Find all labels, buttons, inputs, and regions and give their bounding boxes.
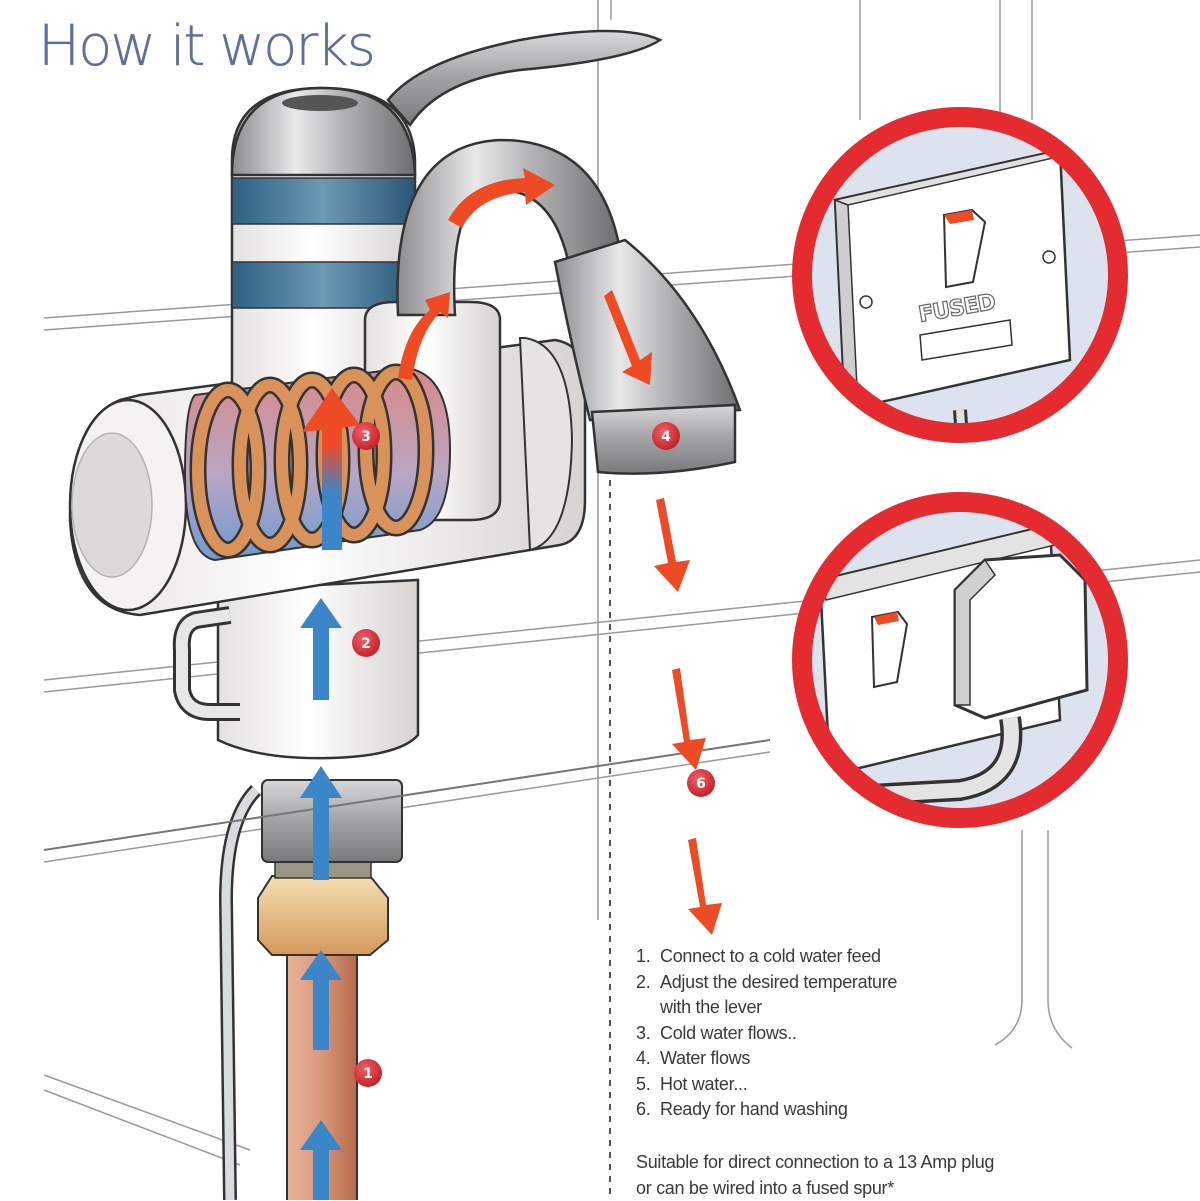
svg-text:3: 3 bbox=[361, 429, 371, 445]
step-item: 5.Hot water... bbox=[636, 1073, 748, 1094]
step-item: 3.Cold water flows.. bbox=[636, 1022, 797, 1043]
step-badge-2: 2 bbox=[352, 629, 380, 657]
step-badge-4: 4 bbox=[652, 422, 680, 450]
flow-arrow-coil bbox=[302, 388, 360, 550]
fused-spur-inset: FUSED bbox=[792, 107, 1128, 443]
steps-list: 1.Connect to a cold water feed 2.Adjust … bbox=[636, 944, 897, 1123]
connection-note: Suitable for direct connection to a 13 A… bbox=[636, 1152, 995, 1198]
step-continuation: with the lever bbox=[660, 997, 762, 1017]
svg-text:1: 1 bbox=[363, 1066, 373, 1082]
step-item: 6.Ready for hand washing bbox=[636, 1099, 848, 1119]
page-title: How it works bbox=[38, 14, 376, 79]
step-item: 2.Adjust the desired temperature bbox=[636, 971, 898, 992]
step-badge-1: 1 bbox=[354, 1059, 382, 1087]
temperature-lever bbox=[386, 29, 663, 128]
svg-text:2: 2 bbox=[361, 636, 371, 652]
step-badge-3: 3 bbox=[352, 422, 380, 450]
brass-nut bbox=[257, 875, 389, 956]
step-item: 1.Connect to a cold water feed bbox=[636, 946, 881, 966]
svg-text:4: 4 bbox=[661, 429, 671, 445]
cold-water-arrows bbox=[300, 598, 342, 1200]
hot-water-arrows bbox=[398, 168, 722, 935]
step-item: 4.Water flows bbox=[636, 1048, 751, 1068]
plug-socket-inset bbox=[792, 492, 1128, 828]
svg-text:6: 6 bbox=[696, 776, 706, 792]
step-badge-6: 6 bbox=[687, 769, 715, 797]
heating-coil bbox=[183, 363, 452, 562]
